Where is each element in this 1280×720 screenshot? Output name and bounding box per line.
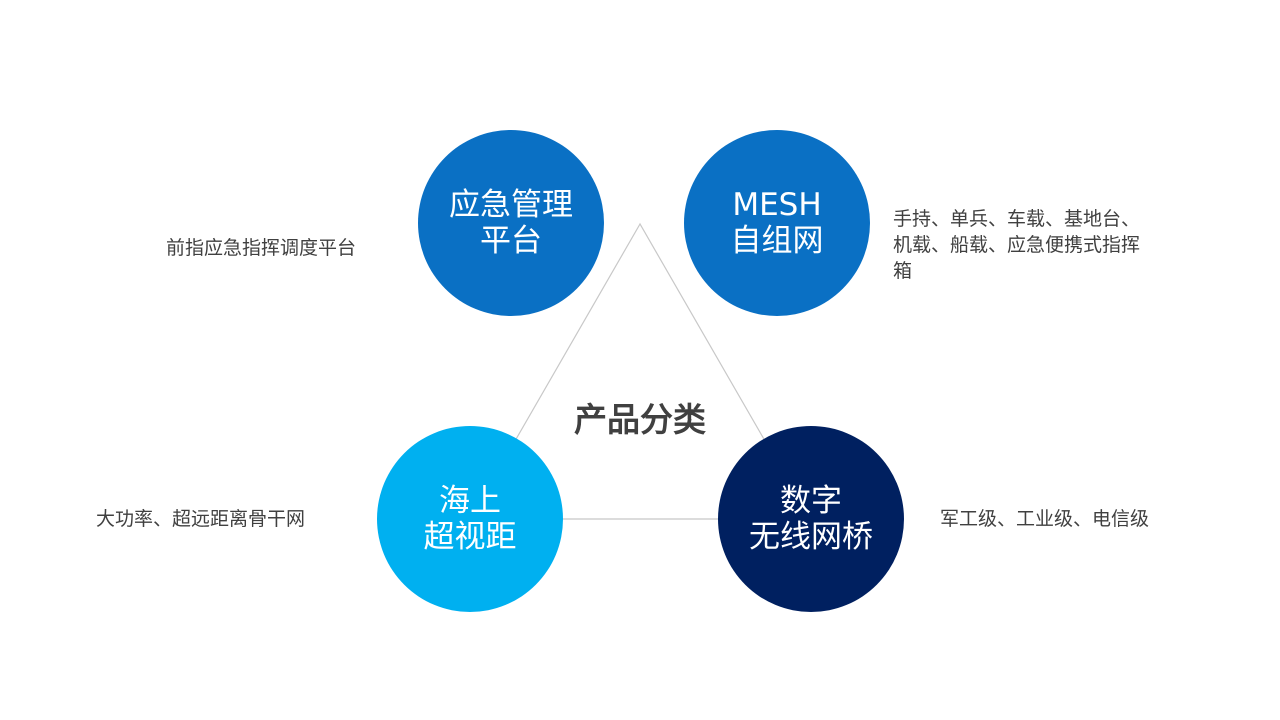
node-label-line2: 超视距 <box>423 519 517 555</box>
node-label-line1: 海上 <box>439 483 501 519</box>
node-label-line1: MESH <box>732 187 822 223</box>
description-emergency-platform: 前指应急指挥调度平台 <box>166 237 357 259</box>
node-label-line2: 无线网桥 <box>749 519 873 555</box>
node-label-line1: 数字 <box>780 483 842 519</box>
node-label-line1: 应急管理 <box>449 187 573 223</box>
diagram-title: 产品分类 <box>574 400 706 439</box>
category-node-maritime-bvr: 海上 超视距 <box>377 426 563 612</box>
category-node-digital-wireless-bridge: 数字 无线网桥 <box>718 426 904 612</box>
category-node-mesh-network: MESH 自组网 <box>684 130 870 316</box>
description-maritime-bvr: 大功率、超远距离骨干网 <box>96 508 306 530</box>
node-label-line2: 自组网 <box>730 223 824 259</box>
node-label-line2: 平台 <box>480 223 542 259</box>
description-mesh-network: 手持、单兵、车载、基地台、机载、船载、应急便携式指挥箱 <box>893 208 1141 282</box>
category-node-emergency-platform: 应急管理 平台 <box>418 130 604 316</box>
description-digital-wireless-bridge: 军工级、工业级、电信级 <box>940 508 1150 530</box>
